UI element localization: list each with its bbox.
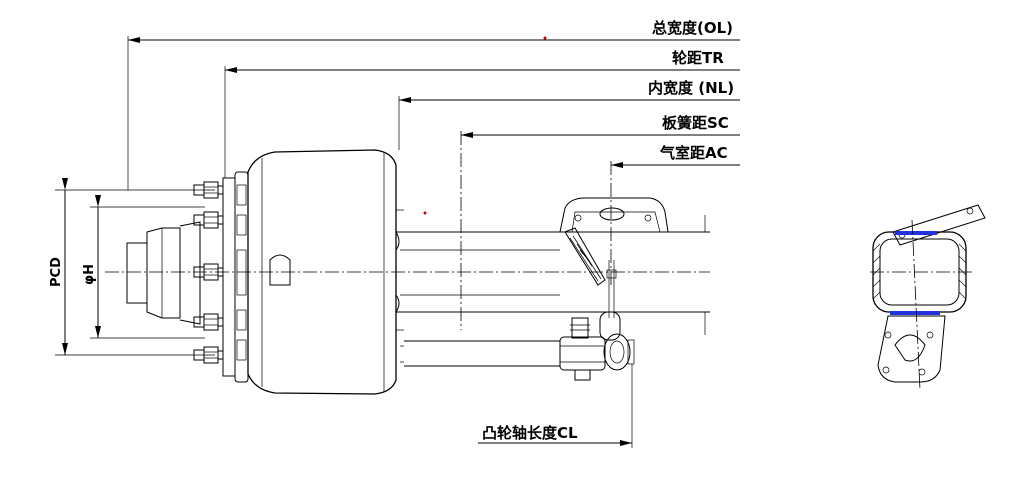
track-label: 轮距TR bbox=[672, 49, 724, 67]
overall-width-label: 总宽度(OL) bbox=[652, 19, 733, 37]
camshaft-length-label: 凸轮轴长度CL bbox=[482, 424, 578, 442]
wheel-stud bbox=[193, 181, 224, 199]
track-dimension: 轮距TR bbox=[224, 49, 740, 178]
hub-diameter-label: φH bbox=[82, 264, 97, 285]
marker-dot bbox=[543, 36, 547, 40]
hub-flange bbox=[222, 171, 249, 383]
wheel-stud bbox=[193, 211, 224, 229]
camshaft-length-dimension: 凸轮轴长度CL bbox=[478, 364, 633, 448]
camshaft bbox=[400, 311, 635, 381]
chamber-center-dimension: 气室距AC bbox=[610, 144, 740, 285]
hub-diameter-dimension: φH bbox=[82, 195, 205, 339]
wheel-stud bbox=[193, 346, 224, 364]
pcd-label: PCD bbox=[49, 257, 64, 287]
brake-spring bbox=[564, 227, 617, 318]
wheel-studs bbox=[193, 181, 224, 364]
chamber-center-label: 气室距AC bbox=[659, 144, 728, 162]
wheel-stud bbox=[193, 313, 224, 331]
inner-width-dimension: 内宽度 (NL) bbox=[398, 79, 740, 150]
brake-drum bbox=[247, 149, 404, 395]
overall-width-dimension: 总宽度(OL) bbox=[127, 19, 740, 190]
hub-cap bbox=[126, 221, 201, 325]
inner-width-label: 内宽度 (NL) bbox=[648, 79, 734, 97]
spring-seat bbox=[559, 197, 669, 233]
spring-center-label: 板簧距SC bbox=[662, 114, 729, 132]
spring-center-dimension: 板簧距SC bbox=[460, 114, 740, 330]
pcd-dimension: PCD bbox=[49, 178, 215, 356]
axle-cross-section bbox=[870, 204, 986, 391]
marker-dot bbox=[423, 211, 427, 215]
axle-beam bbox=[395, 215, 710, 335]
